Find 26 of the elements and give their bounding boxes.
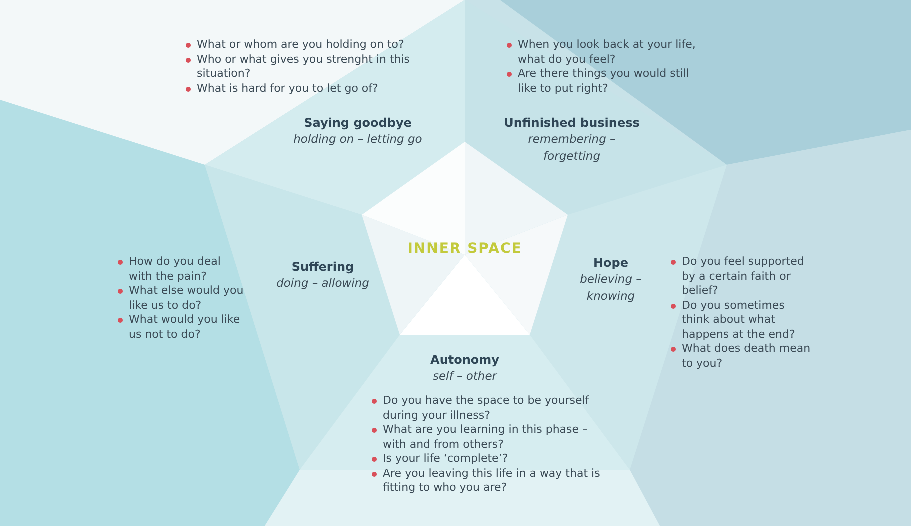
question-text: What would you like us not to do? xyxy=(117,313,247,342)
question-text: What are you learning in this phase – with and from others? xyxy=(371,423,603,452)
segment-heading: Saying goodbye xyxy=(304,115,412,131)
question-text: Are you leaving this life in a way that is fitting to who you are? xyxy=(371,466,603,496)
question-text: Who or what gives you strenght in this situation? xyxy=(185,52,420,82)
question-text: Do you sometimes think about what happens at the end? xyxy=(670,298,815,342)
segment-subtitle: holding on – letting go xyxy=(294,131,422,148)
question-text: When you look back at your life, what do you feel? xyxy=(506,38,706,67)
segment-subtitle: self – other xyxy=(432,368,497,385)
segment-heading: Suffering xyxy=(292,259,354,275)
segment-heading: Unfinished business xyxy=(504,115,640,131)
question-text: Is your life ‘complete’? xyxy=(371,452,603,466)
question-text: What is hard for you to let go of? xyxy=(185,82,420,96)
center-title: INNER SPACE xyxy=(406,241,524,257)
segment-heading: Autonomy xyxy=(430,352,500,368)
question-text: Are there things you would still like to put right? xyxy=(506,67,706,96)
question-text: How do you deal with the pain? xyxy=(117,255,247,284)
segment-subtitle: believing – knowing xyxy=(579,271,643,305)
question-text: Do you feel supported by a certain faith or belief? xyxy=(670,255,815,298)
question-text: What does death mean to you? xyxy=(670,342,815,371)
segment-subtitle: remembering – forgetting xyxy=(527,131,617,165)
segment-subtitle: doing – allowing xyxy=(276,275,370,292)
segment-heading: Hope xyxy=(593,255,628,271)
question-text: What or whom are you holding on to? xyxy=(185,38,420,52)
question-text: What else would you like us to do? xyxy=(117,284,247,313)
question-text: Do you have the space to be yourself during your illness? xyxy=(371,394,603,423)
